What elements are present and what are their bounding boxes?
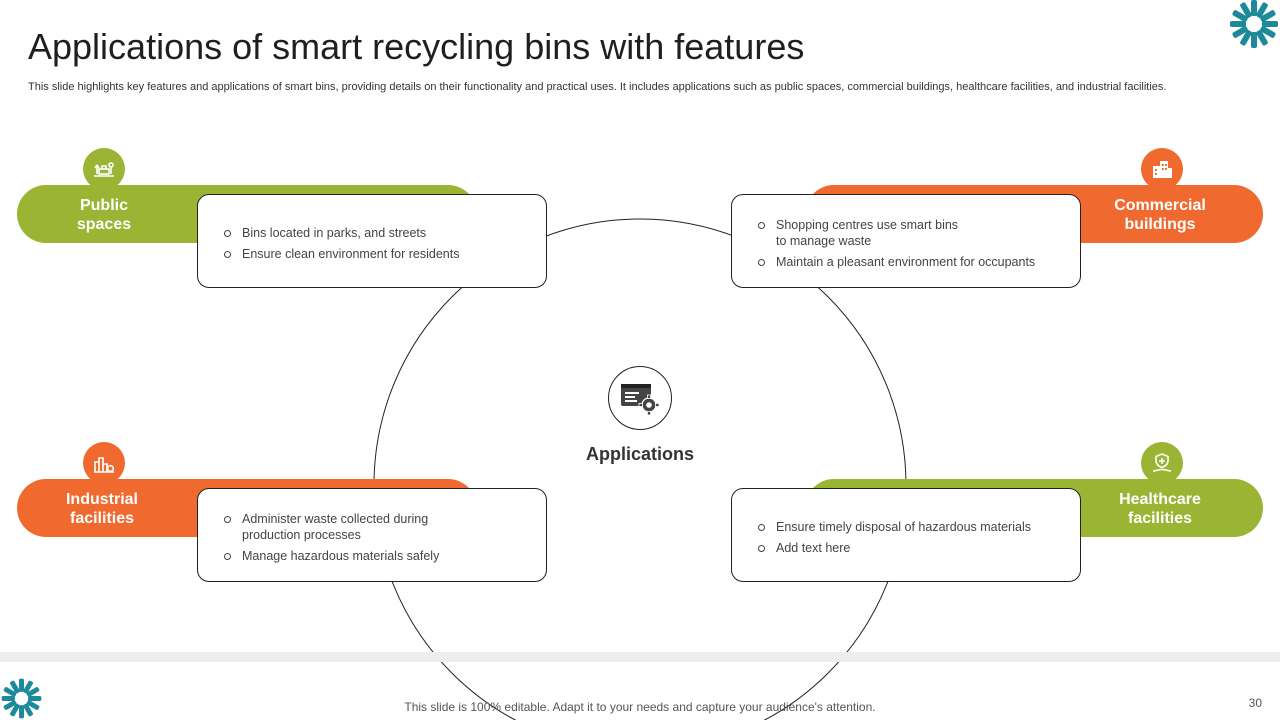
commercial-buildings-label: Commercial buildings bbox=[1114, 197, 1206, 233]
footer-logo-icon bbox=[1, 678, 42, 719]
healthcare-facilities-bullet-2: Add text here bbox=[756, 540, 1070, 556]
industrial-facilities-label: Industrial facilities bbox=[65, 491, 138, 527]
footer-band bbox=[0, 652, 1280, 662]
public-spaces-label: Public spaces bbox=[76, 197, 132, 233]
page-title: Applications of smart recycling bins wit… bbox=[28, 26, 805, 67]
page-number: 30 bbox=[1248, 696, 1262, 710]
company-logo-icon bbox=[1230, 0, 1278, 48]
healthcare-facilities-bullet-1: Ensure timely disposal of hazardous mate… bbox=[756, 519, 1070, 535]
public-spaces-card: Bins located in parks, and streets Ensur… bbox=[197, 194, 547, 288]
settings-window-icon bbox=[608, 366, 672, 430]
commercial-buildings-bullet-1: Shopping centres use smart bins to manag… bbox=[756, 217, 1070, 249]
building-icon bbox=[1141, 148, 1183, 190]
public-spaces-bullet-2: Ensure clean environment for residents bbox=[222, 246, 536, 262]
industrial-facilities-bullet-2: Manage hazardous materials safely bbox=[222, 548, 536, 564]
page-subtitle: This slide highlights key features and a… bbox=[28, 81, 1167, 93]
center-label: Applications bbox=[585, 444, 694, 464]
public-spaces-bullet-1: Bins located in parks, and streets bbox=[222, 225, 536, 241]
commercial-buildings-bullet-2: Maintain a pleasant environment for occu… bbox=[756, 254, 1070, 270]
footer-note: This slide is 100% editable. Adapt it to… bbox=[404, 700, 876, 714]
industrial-facilities-bullet-1: Administer waste collected during produc… bbox=[222, 511, 536, 543]
hand-shield-icon bbox=[1141, 442, 1183, 484]
healthcare-facilities-label: Healthcare facilities bbox=[1119, 491, 1201, 527]
industrial-facilities-card: Administer waste collected during produc… bbox=[197, 488, 547, 582]
commercial-buildings-card: Shopping centres use smart bins to manag… bbox=[731, 194, 1081, 288]
city-park-icon bbox=[83, 148, 125, 190]
healthcare-facilities-card: Ensure timely disposal of hazardous mate… bbox=[731, 488, 1081, 582]
factory-icon bbox=[83, 442, 125, 484]
